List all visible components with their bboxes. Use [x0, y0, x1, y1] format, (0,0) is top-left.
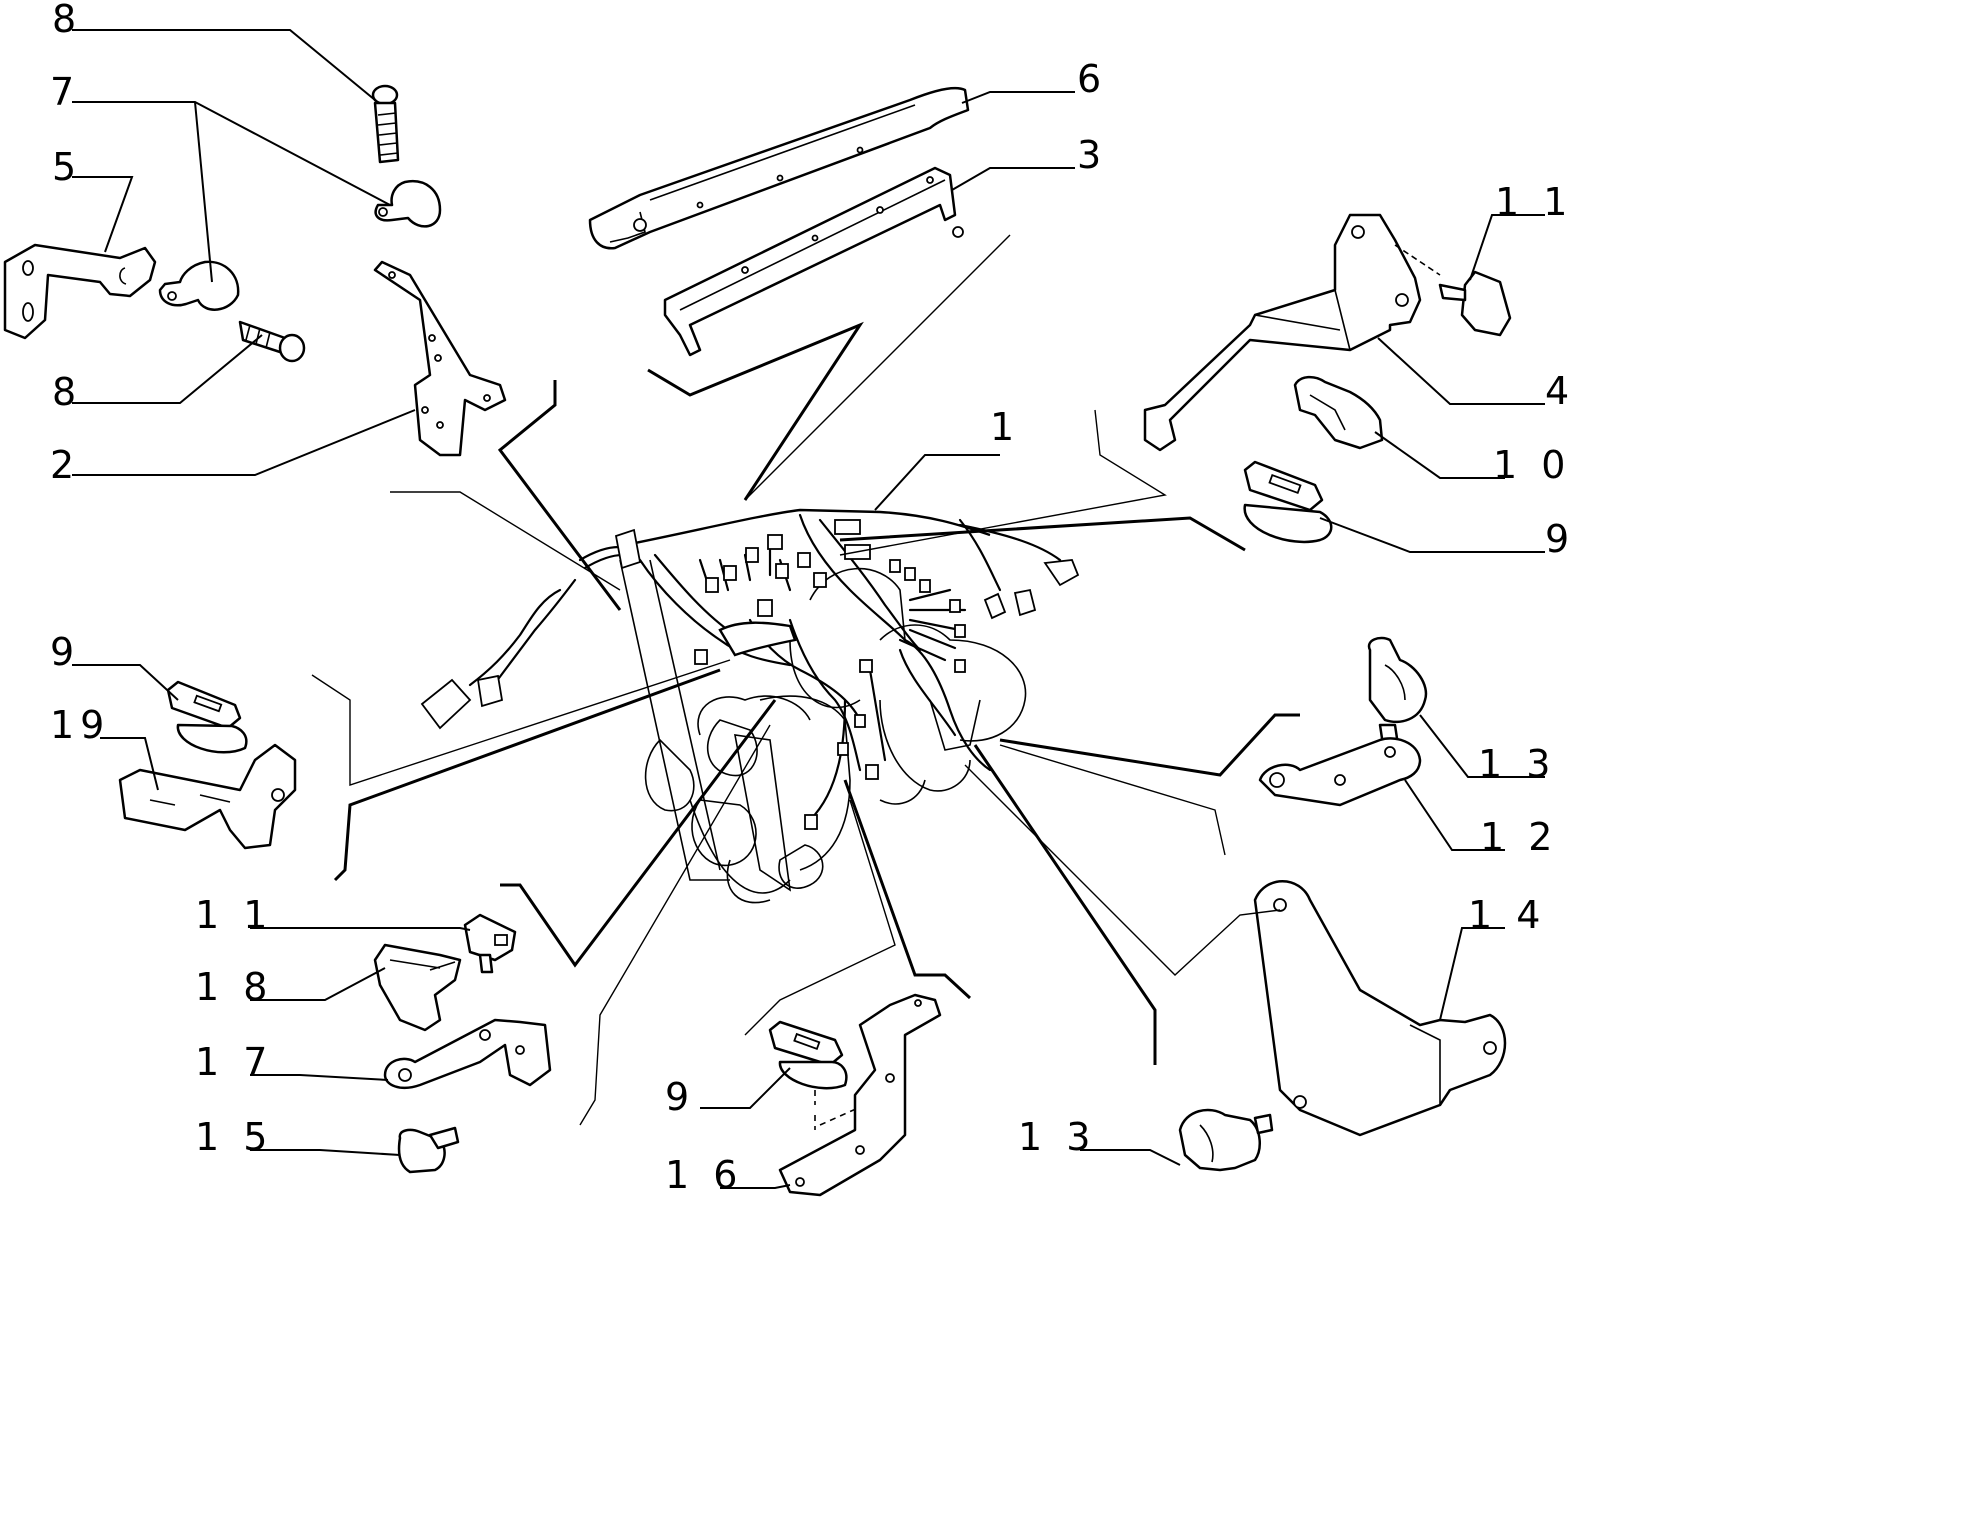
part-9-clip-right	[1243, 460, 1333, 544]
callout-1: 1	[990, 405, 1020, 449]
callout-11-right: 1 1	[1495, 180, 1568, 224]
callout-labels: 8 7 5 8 2 6 3 1 1 1 4 1 0 9 9 19 1 3 1 2…	[50, 0, 1568, 1197]
callout-15: 1 5	[195, 1115, 273, 1159]
part-2-bracket	[373, 260, 507, 457]
part-14-large-bracket	[1253, 880, 1507, 1137]
callout-8-left: 8	[52, 370, 82, 414]
part-11-clip-bottom	[463, 913, 517, 974]
part-13-clip-bottom	[1178, 1108, 1274, 1172]
callout-3: 3	[1077, 133, 1107, 177]
part-11-clip-right	[1438, 270, 1512, 337]
callout-10: 1 0	[1493, 443, 1568, 487]
part-4-bracket	[1143, 213, 1441, 452]
part-5-bracket	[3, 243, 157, 340]
callout-9-bottom: 9	[665, 1075, 695, 1119]
part-7-clamp-left	[158, 260, 240, 311]
part-18-holder	[373, 943, 462, 1032]
part-8-screw-top	[371, 84, 400, 164]
leader-lines	[72, 29, 1545, 1189]
callout-9-left: 9	[50, 630, 80, 674]
callout-4: 4	[1545, 369, 1568, 413]
callout-5: 5	[52, 145, 82, 189]
callout-18: 1 8	[195, 965, 273, 1009]
callout-13-bottom: 1 3	[1018, 1115, 1096, 1159]
engine-block	[619, 559, 1027, 904]
callout-13-right: 1 3	[1478, 742, 1556, 786]
part-15-bolt	[397, 1126, 460, 1174]
part-16-bracket	[778, 993, 942, 1197]
part-7-clamp-top	[374, 179, 442, 228]
part-19-bracket	[118, 743, 297, 850]
exploded-parts-diagram: 8 7 5 8 2 6 3 1 1 1 4 1 0 9 9 19 1 3 1 2…	[3, 0, 1568, 1197]
part-6-harness-cover	[588, 86, 970, 250]
callout-9-right: 9	[1545, 517, 1568, 561]
part-9-clip-left	[166, 680, 248, 754]
part-8-screw-left	[238, 320, 306, 363]
part-10-clip	[1293, 375, 1384, 450]
part-12-plate	[1258, 737, 1422, 807]
part-9-clip-bottom	[768, 1020, 848, 1090]
part-3-rail-bracket	[663, 166, 964, 357]
assembly-zone-lines	[311, 234, 1300, 1126]
callout-17: 1 7	[195, 1040, 273, 1084]
wiring-harness	[420, 508, 1080, 830]
callout-6: 6	[1077, 57, 1107, 101]
callout-19: 19	[50, 703, 110, 747]
callout-11-bottom: 1 1	[195, 893, 273, 937]
callout-7: 7	[50, 70, 80, 114]
callout-14: 1 4	[1468, 893, 1546, 937]
part-13-clip-right	[1367, 636, 1428, 747]
callout-12: 1 2	[1480, 815, 1558, 859]
callout-16: 1 6	[665, 1153, 743, 1197]
callout-2: 2	[50, 443, 80, 487]
part-17-bracket	[383, 1018, 552, 1090]
callout-8-top: 8	[52, 0, 82, 41]
